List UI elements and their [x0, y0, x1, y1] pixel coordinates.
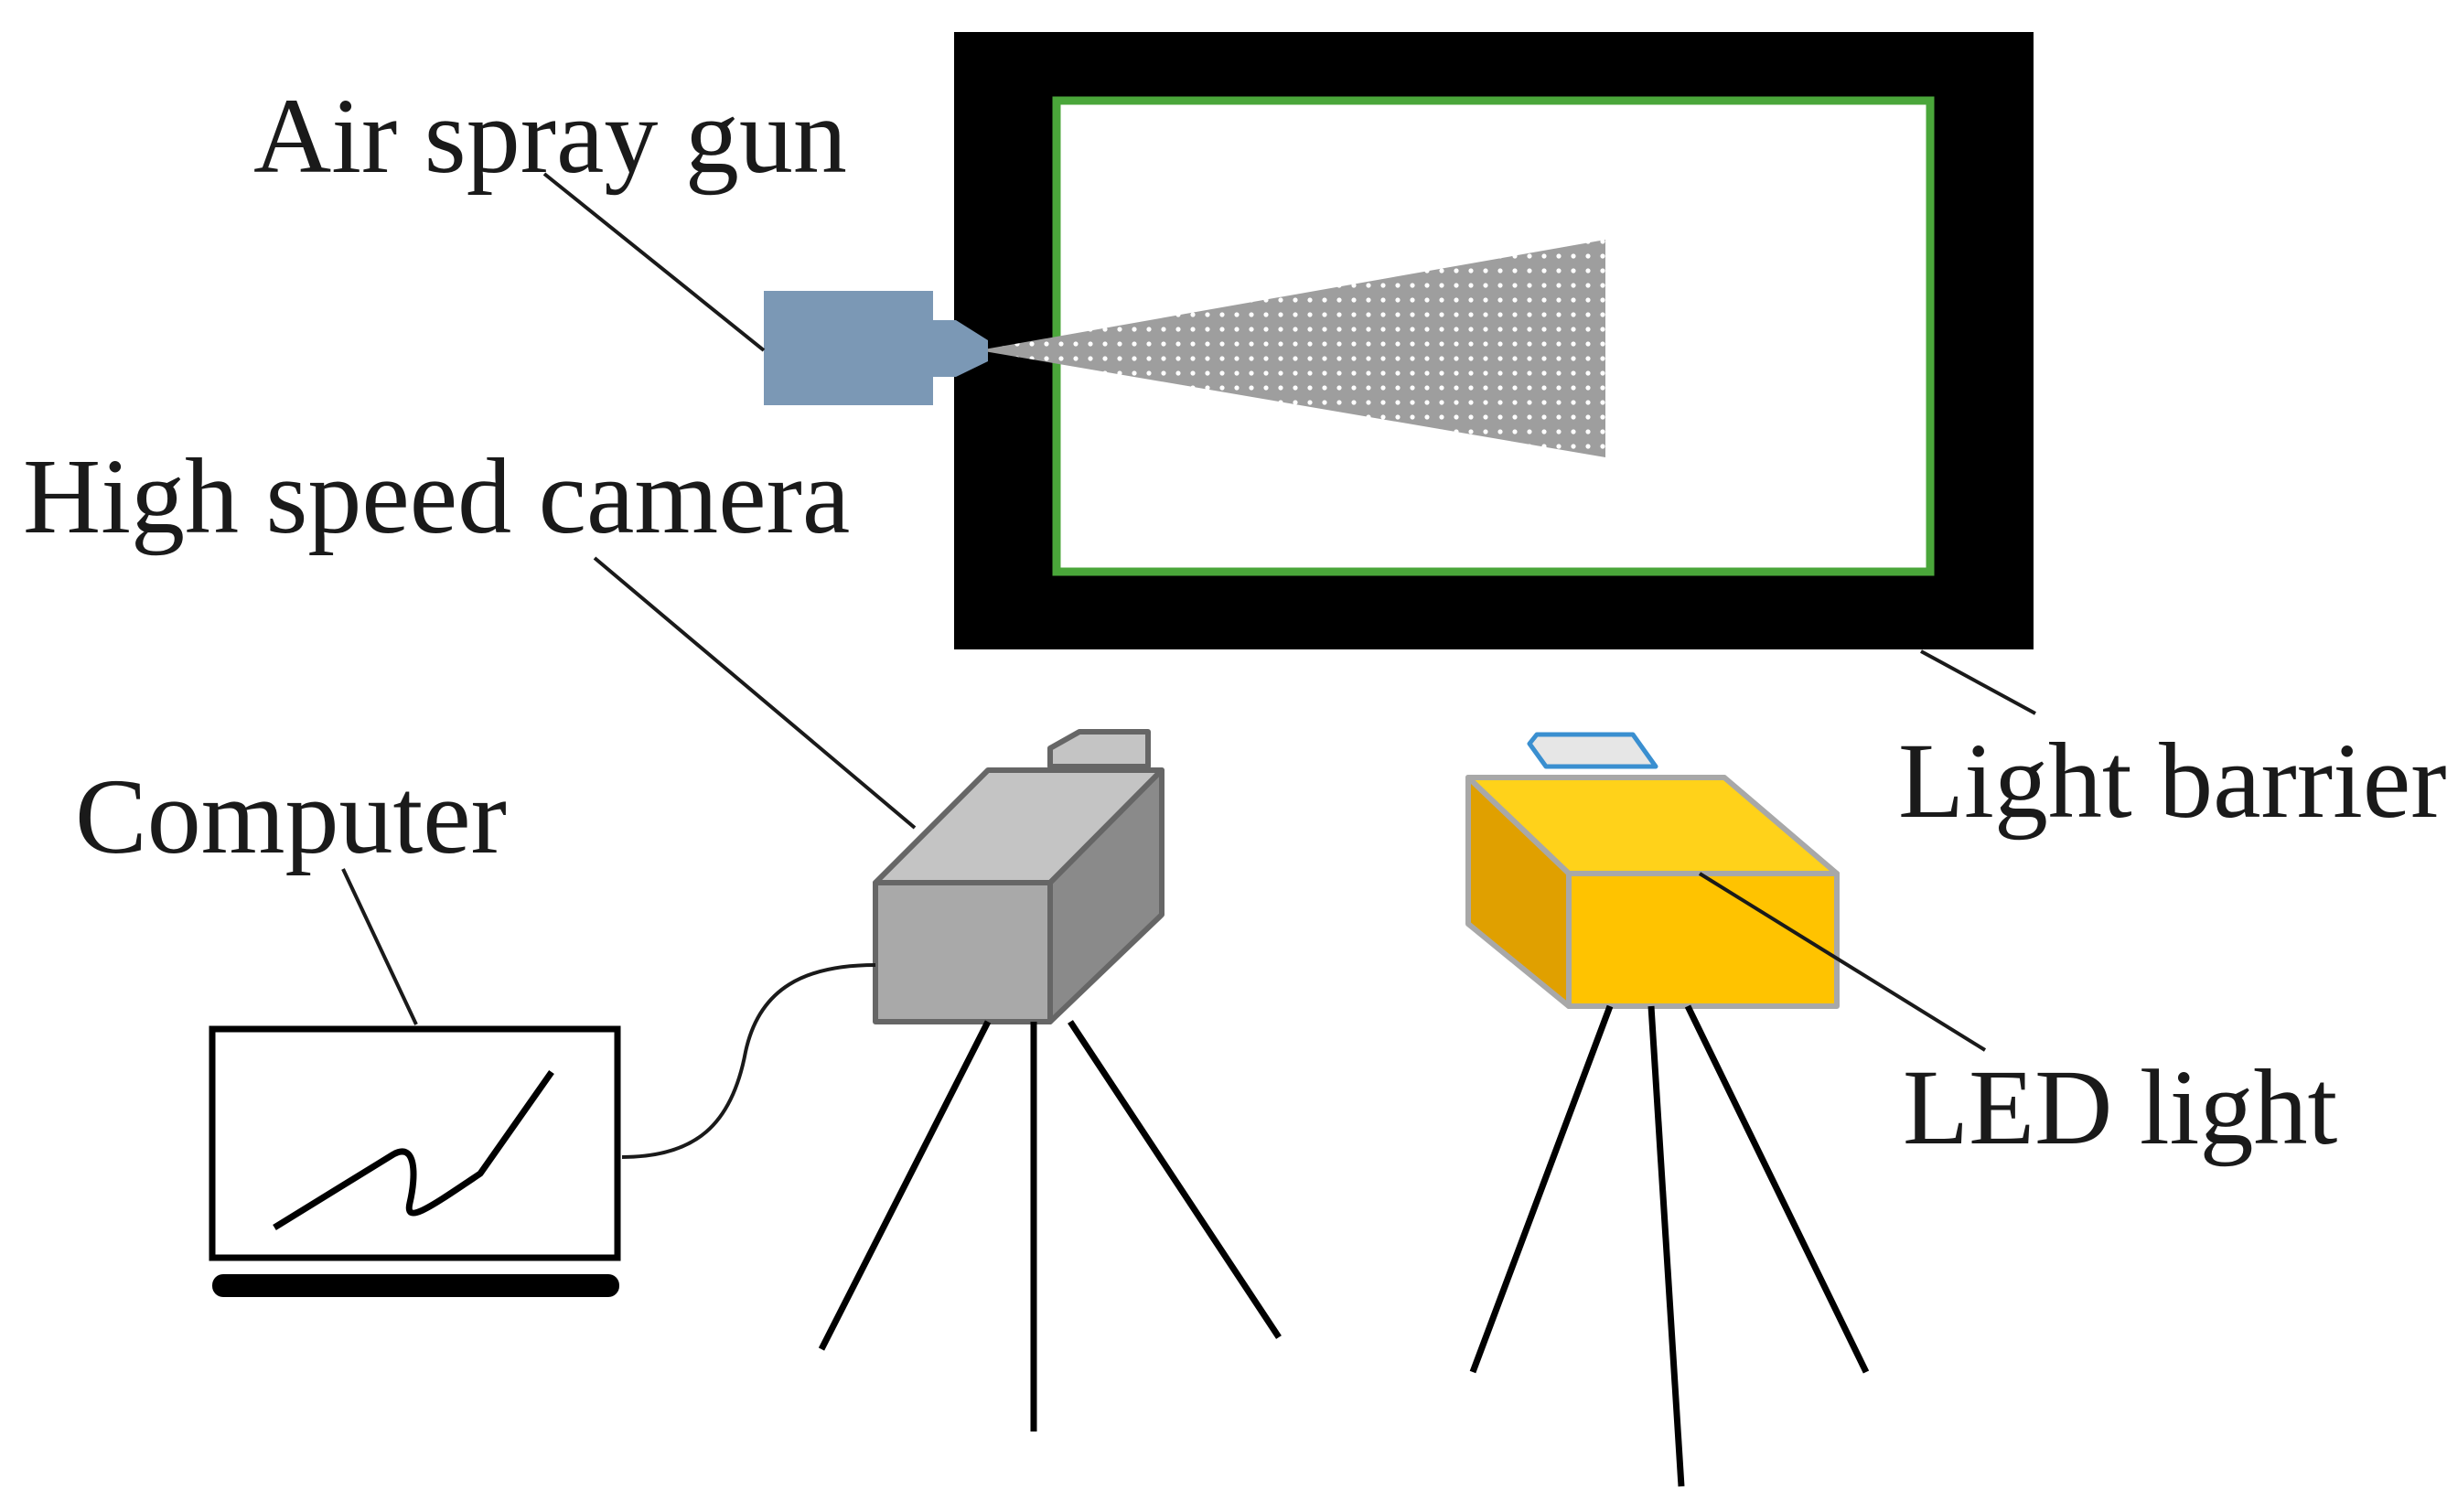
leader-computer — [341, 868, 418, 1025]
led-tripod-leg-center — [1647, 1005, 1685, 1487]
led-front-face — [1566, 871, 1840, 1009]
led-lens — [1527, 732, 1658, 769]
camera-tripod — [818, 1020, 1282, 1432]
label-light-barrier: Light barrier — [1898, 721, 2447, 841]
led-light — [1465, 732, 1840, 1009]
spray-gun-body — [764, 291, 933, 405]
leader-air-spray-gun — [542, 172, 766, 352]
computer-screen-signal-line — [273, 1069, 554, 1230]
camera-viewfinder-top — [1047, 729, 1151, 769]
leader-lines — [341, 172, 2036, 1025]
camera-front-face — [873, 880, 1053, 1024]
computer-keyboard-base — [212, 1274, 619, 1297]
high-speed-camera — [873, 729, 1164, 1024]
computer-screen — [209, 1025, 621, 1261]
label-led-light: LED light — [1903, 1047, 2337, 1167]
leader-led-light — [1698, 872, 1987, 1052]
spray-gun-nozzle — [928, 320, 988, 377]
label-computer: Computer — [75, 756, 507, 876]
spray-cone — [979, 240, 1605, 457]
led-tripod-leg-left — [1469, 1004, 1614, 1374]
computer — [209, 1025, 621, 1297]
camera-tripod-leg-right — [1068, 1020, 1282, 1339]
leader-light-barrier — [1920, 649, 2036, 715]
label-air-spray-gun: Air spray gun — [253, 76, 847, 196]
leader-high-speed-camera — [593, 556, 917, 830]
camera-tripod-leg-left — [818, 1020, 992, 1351]
led-tripod-leg-right — [1684, 1004, 1870, 1374]
camera-computer-cable — [621, 963, 876, 1159]
air-spray-gun — [764, 291, 988, 405]
label-high-speed-camera: High speed camera — [23, 436, 850, 556]
led-tripod — [1469, 1004, 1870, 1487]
